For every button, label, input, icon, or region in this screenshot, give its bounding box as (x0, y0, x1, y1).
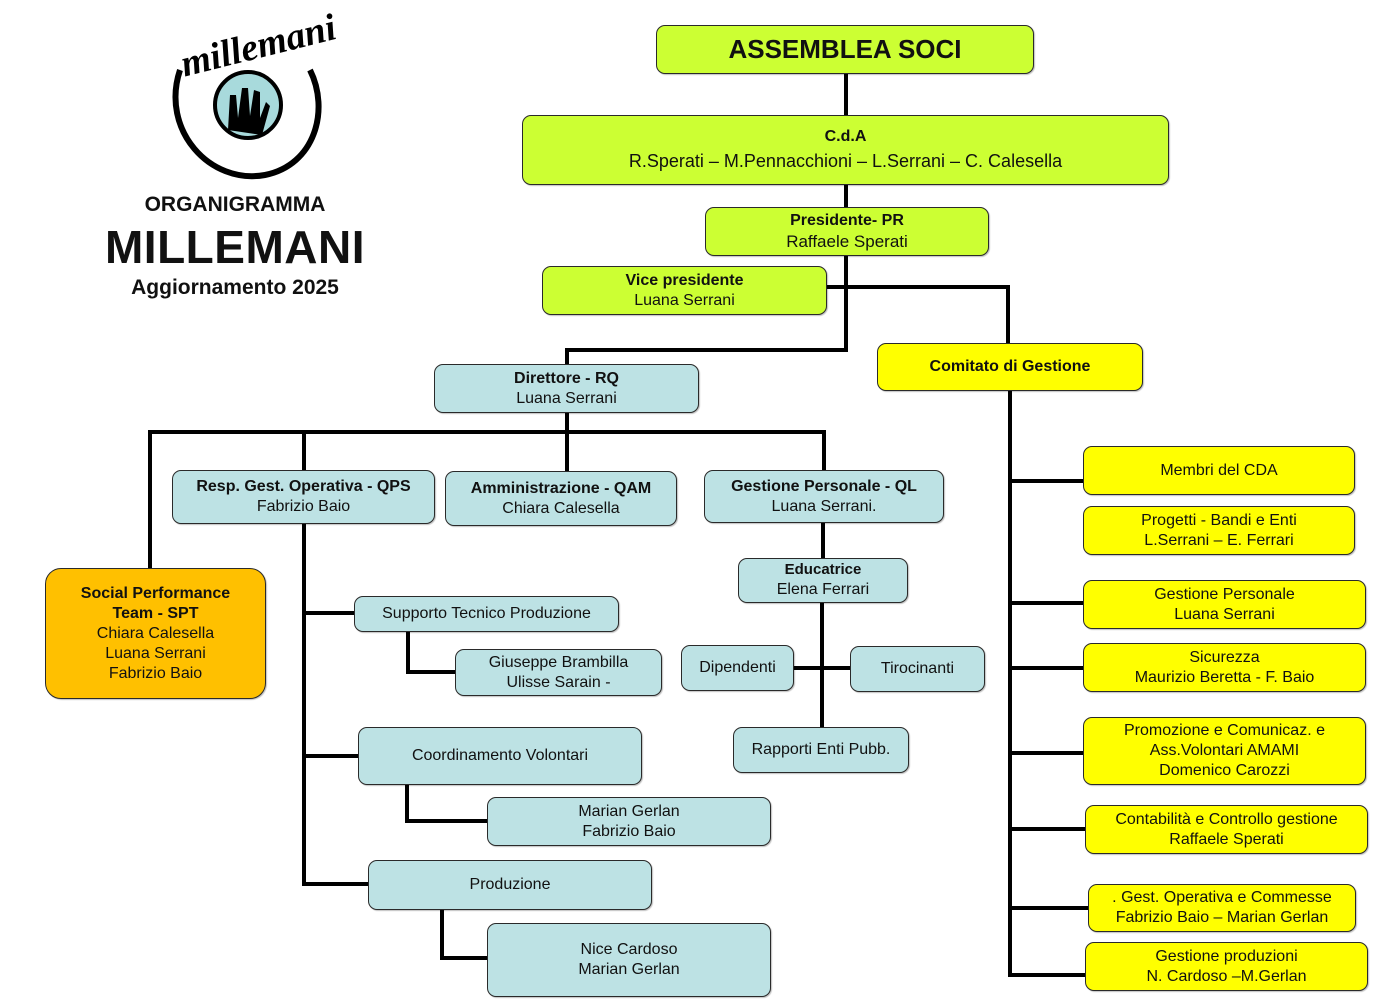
node-title: Resp. Gest. Operativa - QPS (196, 478, 411, 495)
node-member: Fabrizio Baio (582, 822, 676, 840)
wire-produzione-names (440, 908, 488, 960)
node-person: Fabrizio Baio (256, 498, 351, 515)
node-title: Comitato di Gestione (929, 358, 1091, 375)
node-line: Raffaele Sperati (1169, 830, 1284, 848)
node-line: Maurizio Beretta - F. Baio (1134, 668, 1315, 686)
node-line: Promozione e Comunicaz. e (1124, 722, 1325, 739)
node-title: C.d.A (824, 128, 867, 146)
node-person: Raffaele Sperati (786, 231, 908, 251)
node-member: Luana Serrani (105, 644, 206, 662)
node-line: Gestione produzioni (1155, 947, 1298, 965)
node-supporto-members: Giuseppe Brambilla Ulisse Sarain - (455, 649, 662, 696)
node-members: R.Sperati – M.Pennacchioni – L.Serrani –… (628, 151, 1063, 172)
node-cda: C.d.A R.Sperati – M.Pennacchioni – L.Ser… (522, 115, 1169, 185)
node-line: Contabilità e Controllo gestione (1115, 810, 1338, 828)
node-person: Luana Serrani (634, 291, 735, 309)
node-title: Amministrazione - QAM (470, 479, 652, 497)
node-title: Supporto Tecnico Produzione (382, 605, 591, 622)
node-dipendenti: Dipendenti (681, 645, 794, 691)
node-line: Sicurezza (1189, 648, 1260, 666)
hand-icon (228, 88, 270, 135)
node-comitato-item: Gestione produzioni N. Cardoso –M.Gerlan (1085, 942, 1368, 991)
wire-qps-trunk (302, 523, 368, 886)
node-comitato-item: Contabilità e Controllo gestione Raffael… (1085, 805, 1368, 854)
node-comitato-gestione: Comitato di Gestione (877, 343, 1143, 391)
wire-volontari-names (405, 784, 488, 823)
node-line: Fabrizio Baio – Marian Gerlan (1115, 909, 1329, 926)
node-title: Tirocinanti (880, 660, 955, 677)
node-title: Produzione (469, 876, 551, 893)
node-title: Direttore - RQ (514, 369, 619, 387)
node-title: Gestione Personale - QL (731, 477, 917, 495)
node-line: Gestione Personale (1154, 585, 1295, 603)
node-qam: Amministrazione - QAM Chiara Calesella (445, 471, 677, 526)
node-member: Fabrizio Baio (108, 664, 203, 682)
node-presidente: Presidente- PR Raffaele Sperati (705, 207, 989, 256)
node-member: Marian Gerlan (578, 802, 680, 820)
node-educatrice: Educatrice Elena Ferrari (738, 558, 908, 603)
node-comitato-item: Promozione e Comunicaz. e Ass.Volontari … (1083, 717, 1366, 785)
node-ql: Gestione Personale - QL Luana Serrani. (704, 470, 944, 523)
node-rapporti-enti: Rapporti Enti Pubb. (733, 727, 909, 773)
node-title: Coordinamento Volontari (411, 747, 589, 764)
node-title: Vice presidente (625, 271, 744, 289)
node-line: . Gest. Operativa e Commesse (1112, 889, 1332, 906)
node-title: Rapporti Enti Pubb. (751, 741, 891, 758)
wire-vice-comitato (826, 285, 1010, 344)
node-member: Chiara Calesella (96, 624, 215, 642)
node-line: Membri del CDA (1160, 461, 1278, 479)
wire-presidente-direttore (565, 255, 848, 364)
node-line: Ass.Volontari AMAMI (1149, 742, 1300, 759)
node-qps: Resp. Gest. Operativa - QPS Fabrizio Bai… (172, 470, 435, 524)
node-member: Ulisse Sarain - (506, 673, 611, 691)
node-person: Elena Ferrari (776, 580, 870, 598)
node-person: Chiara Calesella (502, 499, 620, 517)
millemani-logo: millemani (172, 10, 341, 180)
node-coordinamento-volontari: Coordinamento Volontari (358, 727, 642, 785)
node-supporto-tecnico: Supporto Tecnico Produzione (354, 596, 619, 632)
node-line: Progetti - Bandi e Enti (1141, 511, 1297, 529)
node-person: Luana Serrani (516, 389, 617, 407)
node-produzione-members: Nice Cardoso Marian Gerlan (487, 923, 771, 997)
node-title: Team - SPT (112, 604, 199, 622)
node-tirocinanti: Tirocinanti (850, 646, 985, 692)
node-member: Nice Cardoso (580, 941, 678, 958)
node-social-performance-team: Social Performance Team - SPT Chiara Cal… (45, 568, 266, 699)
node-title: Dipendenti (699, 659, 776, 676)
node-member: Marian Gerlan (578, 961, 680, 978)
node-member: Giuseppe Brambilla (488, 653, 629, 671)
node-produzione: Produzione (368, 860, 652, 910)
logo-swoosh (172, 68, 322, 180)
node-line: Luana Serrani (1174, 605, 1275, 623)
node-line: Domenico Carozzi (1159, 762, 1290, 779)
node-assemblea-soci: ASSEMBLEA SOCI (656, 25, 1034, 74)
node-vice-presidente: Vice presidente Luana Serrani (542, 266, 827, 315)
wire-comitato-trunk (1008, 390, 1085, 977)
update-label: Aggiornamento 2025 (131, 276, 339, 299)
node-direttore: Direttore - RQ Luana Serrani (434, 364, 699, 413)
node-line: L.Serrani – E. Ferrari (1144, 531, 1294, 549)
node-title: Educatrice (784, 561, 862, 579)
node-comitato-item: Sicurezza Maurizio Beretta - F. Baio (1083, 643, 1366, 692)
node-volontari-members: Marian Gerlan Fabrizio Baio (487, 797, 771, 846)
node-title: Presidente- PR (790, 211, 904, 229)
node-comitato-item: Membri del CDA (1083, 446, 1355, 495)
node-comitato-item: Gestione Personale Luana Serrani (1083, 580, 1366, 629)
node-comitato-item: . Gest. Operativa e Commesse Fabrizio Ba… (1088, 884, 1356, 932)
node-person: Luana Serrani. (771, 497, 877, 515)
wire-supporto-names (406, 630, 456, 674)
node-line: N. Cardoso –M.Gerlan (1146, 967, 1307, 985)
wire-direttore-bus (148, 430, 826, 568)
node-title: ASSEMBLEA SOCI (728, 34, 962, 65)
node-comitato-item: Progetti - Bandi e Enti L.Serrani – E. F… (1083, 506, 1355, 555)
chart-subtitle: ORGANIGRAMMA (144, 193, 326, 216)
node-title: Social Performance (80, 584, 231, 602)
chart-title: MILLEMANI (104, 221, 365, 273)
